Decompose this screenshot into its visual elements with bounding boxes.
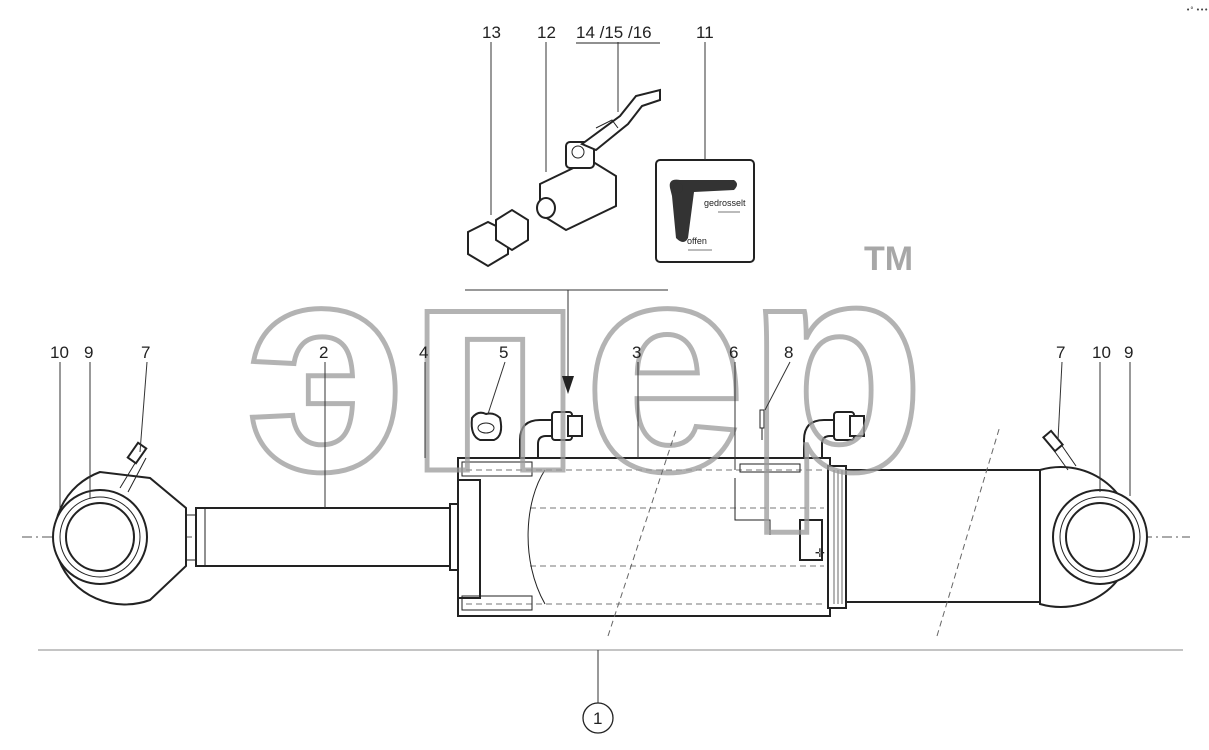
spring-pin [759, 409, 765, 440]
callout-12: 12 [537, 23, 556, 42]
left-rod-eye [52, 470, 196, 606]
callout-9-right: 9 [1124, 343, 1133, 362]
callout-14-15-16: 14 /15 /16 [576, 23, 652, 42]
callout-13: 13 [482, 23, 501, 42]
right-port-fitting [803, 411, 865, 459]
watermark-text: эпер [245, 198, 925, 536]
valve-label-plate: gedrosselt offen [655, 159, 755, 263]
callout-2: 2 [319, 343, 328, 362]
left-grease-nipple [119, 441, 148, 493]
ball-valve [536, 88, 661, 232]
label-closed-text: gedrosselt [704, 198, 746, 208]
callout-9-left: 9 [84, 343, 93, 362]
watermark-trademark: TM [864, 240, 913, 278]
callout-7-left: 7 [141, 343, 150, 362]
seal-kit-bag [470, 411, 503, 441]
callout-5: 5 [499, 343, 508, 362]
assembly-arrow [465, 289, 668, 394]
callout-11: 11 [696, 23, 714, 42]
callout-6: 6 [729, 343, 738, 362]
callout-7-right: 7 [1056, 343, 1065, 362]
callouts: 13 12 14 /15 /16 11 10 9 7 2 4 5 3 6 8 7… [50, 23, 1133, 734]
callout-10-right: 10 [1092, 343, 1111, 362]
watermark: эпер TM [243, 196, 928, 539]
label-open-text: offen [687, 236, 707, 246]
leader-lines [59, 42, 1131, 704]
right-rod-eye [1039, 466, 1148, 608]
callout-1-circle [582, 702, 614, 734]
hatch-lines [607, 425, 1001, 637]
callout-4: 4 [419, 343, 428, 362]
callout-1: 1 [593, 709, 602, 728]
svg-text:✛: ✛ [815, 546, 825, 560]
cylinder-tube: ✛ [457, 457, 831, 617]
valve-lever-icon [669, 179, 737, 242]
hex-nut [467, 208, 529, 268]
callout-10-left: 10 [50, 343, 69, 362]
callout-3: 3 [632, 343, 641, 362]
corner-mark: •° ••• [1186, 6, 1208, 14]
cylinder-end-cap [827, 465, 1047, 609]
callout-8: 8 [784, 343, 793, 362]
right-grease-nipple [1041, 429, 1077, 471]
left-port-fitting [519, 411, 583, 459]
